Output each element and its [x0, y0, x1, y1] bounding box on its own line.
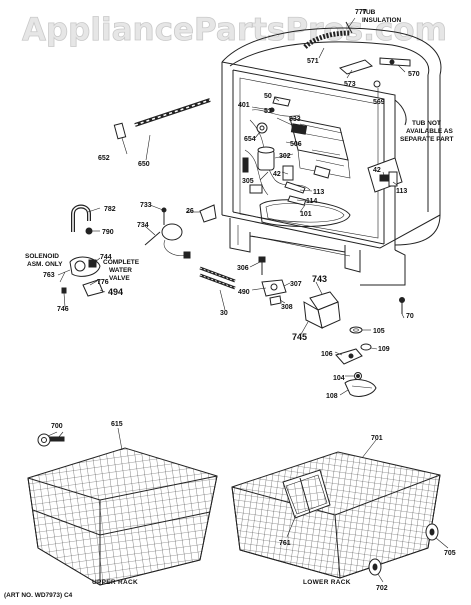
- vent-plates: [338, 57, 411, 88]
- label-42: 42: [273, 171, 281, 178]
- label-104: 104: [333, 375, 345, 382]
- label-569: 569: [373, 99, 385, 106]
- notes: TUB INSULATION TUB NOT AVAILABLE AS SEPA…: [25, 9, 453, 282]
- label-70: 70: [406, 313, 414, 320]
- note-tub-not-available-2: AVAILABLE AS: [406, 128, 453, 135]
- upper-rack-drawing: [27, 433, 218, 586]
- label-654: 654: [244, 136, 256, 143]
- label-401: 401: [238, 102, 250, 109]
- label-763: 763: [43, 272, 55, 279]
- label-650: 650: [138, 161, 150, 168]
- label-705: 705: [444, 550, 456, 557]
- label-302: 302: [279, 153, 291, 160]
- label-113: 113: [313, 189, 324, 196]
- bars-30: [199, 266, 236, 290]
- label-51: 51: [264, 108, 272, 115]
- label-30: 30: [220, 310, 228, 317]
- right-bracket: [367, 157, 403, 193]
- tube-782: [71, 204, 93, 235]
- label-42-right: 42: [373, 167, 381, 174]
- label-109: 109: [378, 346, 390, 353]
- label-573: 573: [344, 81, 356, 88]
- label-743: 743: [312, 274, 327, 284]
- note-water-valve-2: WATER: [109, 267, 132, 274]
- note-solenoid-1: SOLENOID: [25, 253, 59, 260]
- label-50: 50: [264, 93, 272, 100]
- label-305: 305: [242, 178, 254, 185]
- note-tub-insulation-2: INSULATION: [362, 17, 402, 24]
- label-490: 490: [238, 289, 250, 296]
- label-108: 108: [326, 393, 338, 400]
- label-652: 652: [98, 155, 110, 162]
- lower-rack-caption: LOWER RACK: [303, 579, 351, 586]
- label-776: 776: [97, 279, 109, 286]
- lower-rack-drawing: [231, 451, 441, 579]
- label-745: 745: [292, 332, 307, 342]
- part-743-745: [303, 291, 341, 329]
- note-water-valve-3: VALVE: [109, 275, 130, 282]
- label-733: 733: [140, 202, 152, 209]
- label-744: 744: [100, 254, 112, 261]
- label-734: 734: [137, 222, 149, 229]
- label-615: 615: [111, 421, 123, 428]
- screw-306: [258, 256, 266, 275]
- label-307: 307: [290, 281, 302, 288]
- gasket-650: [113, 98, 211, 140]
- label-833: 833: [289, 116, 301, 123]
- pump-parts: [335, 326, 377, 397]
- label-782: 782: [104, 206, 116, 213]
- label-494: 494: [108, 287, 123, 297]
- label-761: 761: [279, 540, 291, 547]
- label-114: 114: [306, 198, 317, 205]
- label-790: 790: [102, 229, 114, 236]
- harness-734: [144, 223, 191, 259]
- tub-insulation-part: [303, 21, 353, 49]
- screw-70: [399, 297, 405, 314]
- note-tub-insulation-1: TUB: [362, 9, 376, 16]
- label-571: 571: [307, 58, 319, 65]
- note-tub-not-available-3: SEPARATE PART: [400, 136, 453, 143]
- label-700: 700: [51, 423, 63, 430]
- note-tub-not-available-1: TUB NOT: [412, 120, 441, 127]
- water-valve-assembly: [59, 256, 104, 297]
- label-106: 106: [321, 351, 333, 358]
- tub-assembly-drawing: [221, 27, 442, 286]
- label-506: 506: [290, 141, 302, 148]
- note-water-valve-1: COMPLETE: [103, 259, 140, 266]
- label-570: 570: [408, 71, 420, 78]
- label-113-right: 113: [396, 188, 407, 195]
- label-308: 308: [281, 304, 293, 311]
- label-701: 701: [371, 435, 383, 442]
- note-solenoid-2: ASM. ONLY: [27, 261, 63, 268]
- label-777: 777: [355, 9, 367, 16]
- bracket-307: [261, 279, 287, 306]
- label-101: 101: [300, 211, 312, 218]
- label-26: 26: [186, 208, 194, 215]
- label-306: 306: [237, 265, 249, 272]
- label-702: 702: [376, 585, 388, 592]
- label-105: 105: [373, 328, 385, 335]
- part-labels: 777 571 573 570 569 50 51 401 833 654 50…: [43, 9, 456, 592]
- label-746: 746: [57, 306, 69, 313]
- bracket-26: [199, 204, 217, 223]
- right-side-strap: [394, 99, 407, 126]
- leader-lines: [47, 17, 449, 583]
- upper-rack-caption: UPPER RACK: [92, 579, 138, 586]
- screw-733: [161, 207, 167, 225]
- art-number: (ART NO. WD7973) C4: [4, 592, 73, 599]
